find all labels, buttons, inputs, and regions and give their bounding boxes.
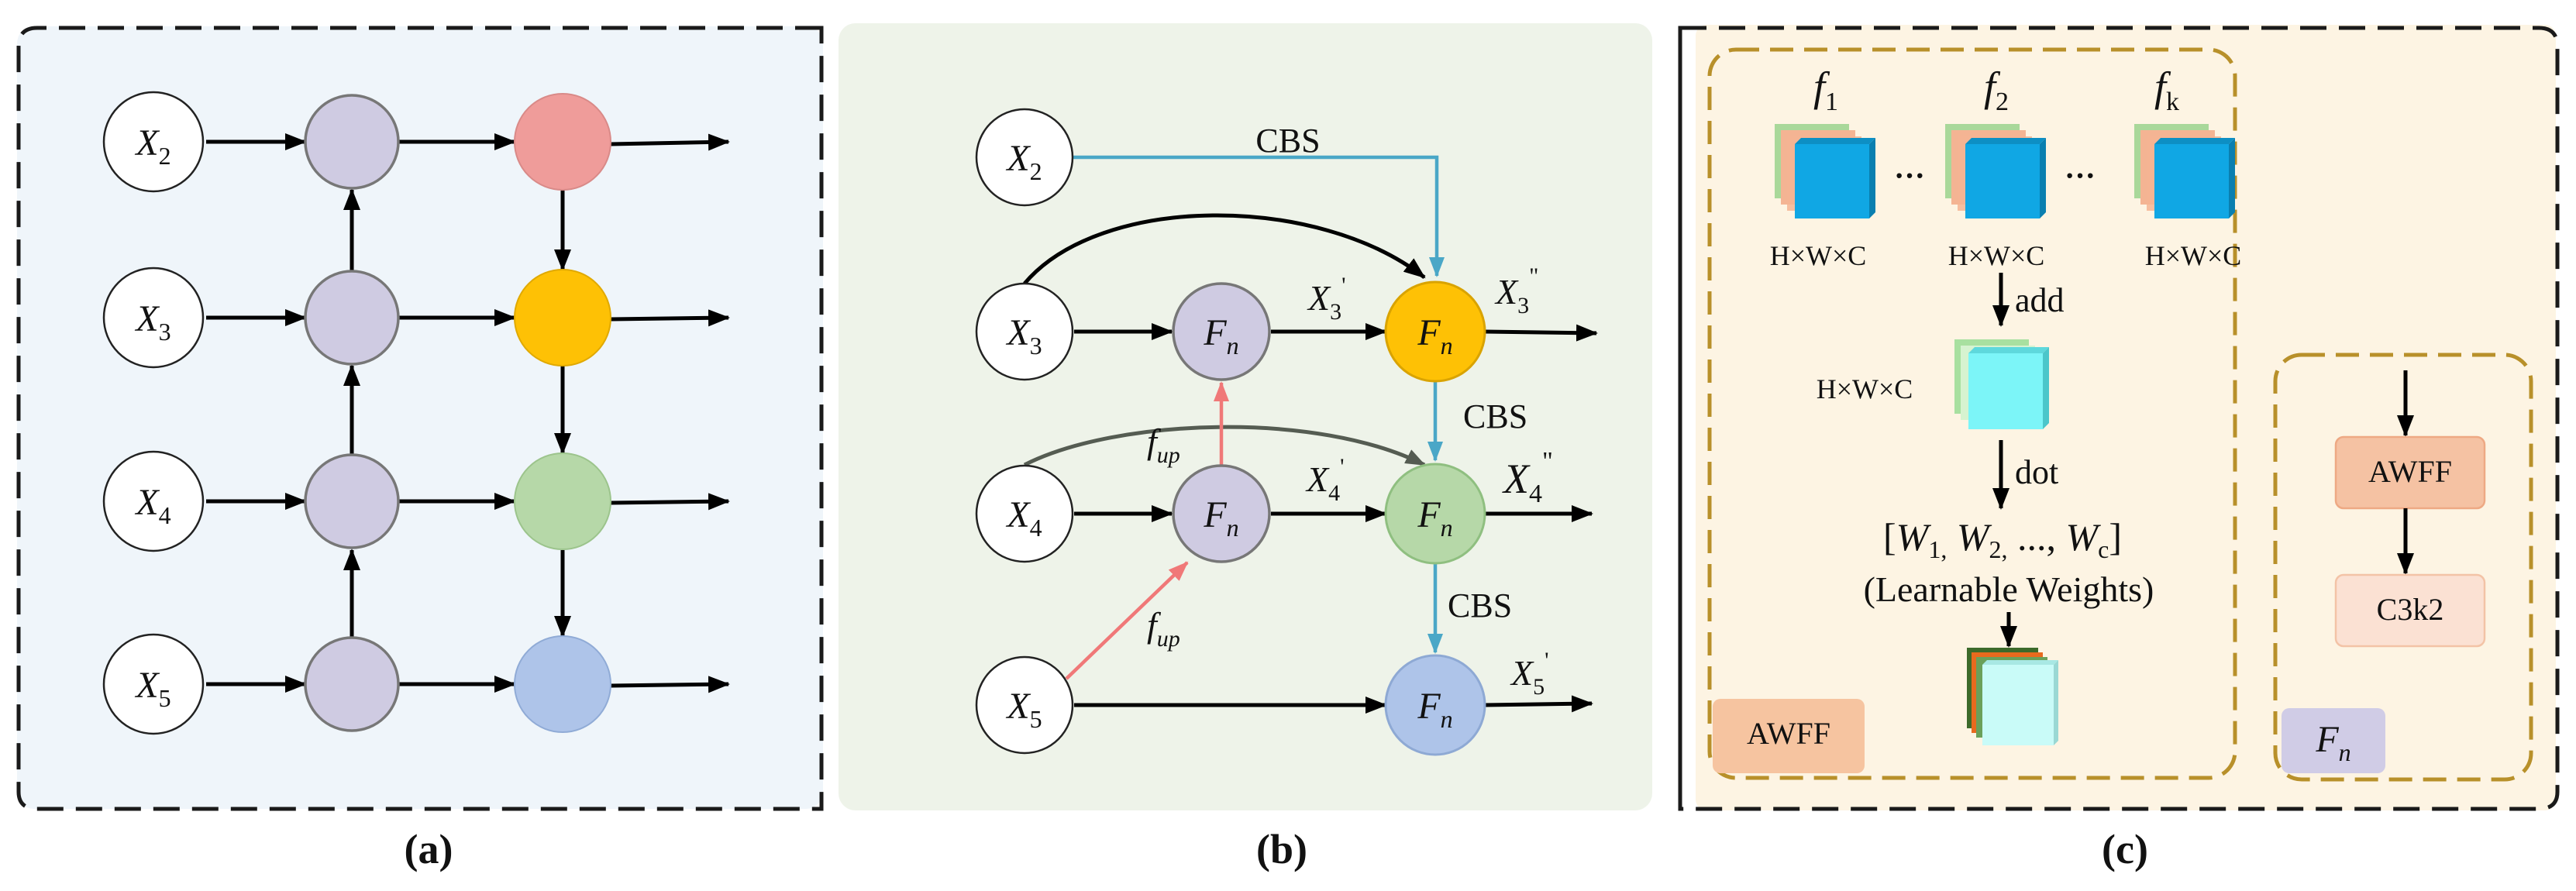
svg-text:X3: X3 (134, 298, 170, 346)
svg-text:Fn: Fn (1203, 312, 1238, 359)
fn-node-blue: Fn (1384, 654, 1486, 756)
svg-text:Fn: Fn (1203, 494, 1238, 542)
weights-vector: [W1, W2, ..., Wc] (1883, 515, 2122, 563)
feature-stack-1 (1775, 124, 1875, 218)
ellipsis-1: ··· (1894, 158, 1925, 193)
caption-a: (a) (405, 826, 453, 872)
label-x4-double-prime: X4" (1502, 447, 1553, 508)
caption-b: (b) (1256, 826, 1307, 872)
fn-node-purple-2: Fn (1172, 464, 1271, 563)
summed-feature-cube (1954, 339, 2049, 429)
weights-caption: (Learnable Weights) (1864, 569, 2154, 609)
panel-b-background (839, 23, 1652, 810)
svg-text:X3: X3 (1005, 312, 1042, 359)
ellipsis-2: ··· (2065, 158, 2096, 193)
fn-tag (2282, 708, 2385, 773)
purple-node-2 (304, 270, 400, 366)
blue-node (514, 635, 611, 733)
cbs-label-mid: CBS (1463, 397, 1527, 435)
outer-dashed-border-left (16, 26, 824, 811)
c3k2-block (2334, 573, 2486, 648)
svg-text:X4: X4 (134, 482, 170, 529)
dims-label-1: H×W×C (1770, 240, 1867, 271)
svg-text:X5: X5 (1005, 686, 1042, 733)
fn-node-green: Fn (1384, 463, 1486, 565)
svg-text:Fn: Fn (1417, 686, 1452, 733)
caption-c: (c) (2102, 826, 2148, 872)
panel-b: CBS CBS CBS fup fup X3' X4' X3" X4" X5' (975, 108, 1598, 756)
awff-dashed-box (1707, 47, 2237, 780)
outer-dashed-border-right (1678, 26, 2560, 811)
label-x3-prime: X3' (1307, 273, 1346, 325)
weighted-output-stack (1967, 648, 2058, 745)
purple-node-4 (304, 636, 400, 732)
svg-text:X5: X5 (134, 665, 170, 712)
purple-node-3 (304, 453, 400, 549)
feature-label-f1: f1 (1813, 64, 1838, 116)
green-node (514, 452, 611, 550)
panel-a: X2 X3 X4 X5 (102, 91, 730, 735)
b-input-node-x5: X5 (975, 655, 1074, 755)
awff-tag-label: AWFF (1747, 716, 1830, 751)
awff-tag (1713, 699, 1865, 773)
feature-stack-k (2134, 124, 2235, 218)
input-node-x3: X3 (102, 267, 205, 369)
fn-node-purple-1: Fn (1172, 282, 1271, 381)
purple-node-1 (304, 94, 400, 190)
label-x3-double-prime: X3" (1494, 263, 1538, 318)
awff-block-label: AWFF (2368, 454, 2452, 489)
awff-block (2334, 435, 2486, 510)
fn-node-orange: Fn (1384, 280, 1486, 383)
fn-dashed-box (2273, 353, 2533, 782)
cbs-label-bottom: CBS (1448, 587, 1512, 624)
label-x4-prime: X4' (1305, 454, 1345, 506)
svg-text:Fn: Fn (1417, 312, 1452, 359)
fn-tag-label: Fn (2315, 719, 2350, 766)
input-node-x4: X4 (102, 450, 205, 552)
red-node (514, 93, 611, 191)
panel-a-background (17, 26, 823, 809)
feature-stack-2 (1945, 124, 2046, 218)
input-node-x5: X5 (102, 633, 205, 735)
orange-node (514, 269, 611, 366)
c3k2-block-label: C3k2 (2377, 592, 2444, 627)
dims-label-k: H×W×C (2145, 240, 2242, 271)
svg-text:X2: X2 (134, 122, 170, 170)
svg-text:X4: X4 (1005, 494, 1042, 542)
cbs-label-top: CBS (1255, 122, 1320, 160)
svg-text:Fn: Fn (1417, 494, 1452, 542)
b-input-node-x4: X4 (975, 464, 1074, 563)
input-node-x2: X2 (102, 91, 205, 193)
b-input-node-x2: X2 (975, 108, 1074, 207)
panel-c: f1 f2 fk ··· ··· (1707, 47, 2533, 782)
dot-label: dot (2015, 453, 2058, 491)
label-x5-prime: X5' (1510, 648, 1549, 700)
add-label: add (2015, 281, 2065, 319)
svg-text:X2: X2 (1005, 138, 1042, 185)
dims-label-sum: H×W×C (1817, 373, 1913, 404)
b-input-node-x3: X3 (975, 282, 1074, 381)
dims-label-2: H×W×C (1948, 240, 2045, 271)
